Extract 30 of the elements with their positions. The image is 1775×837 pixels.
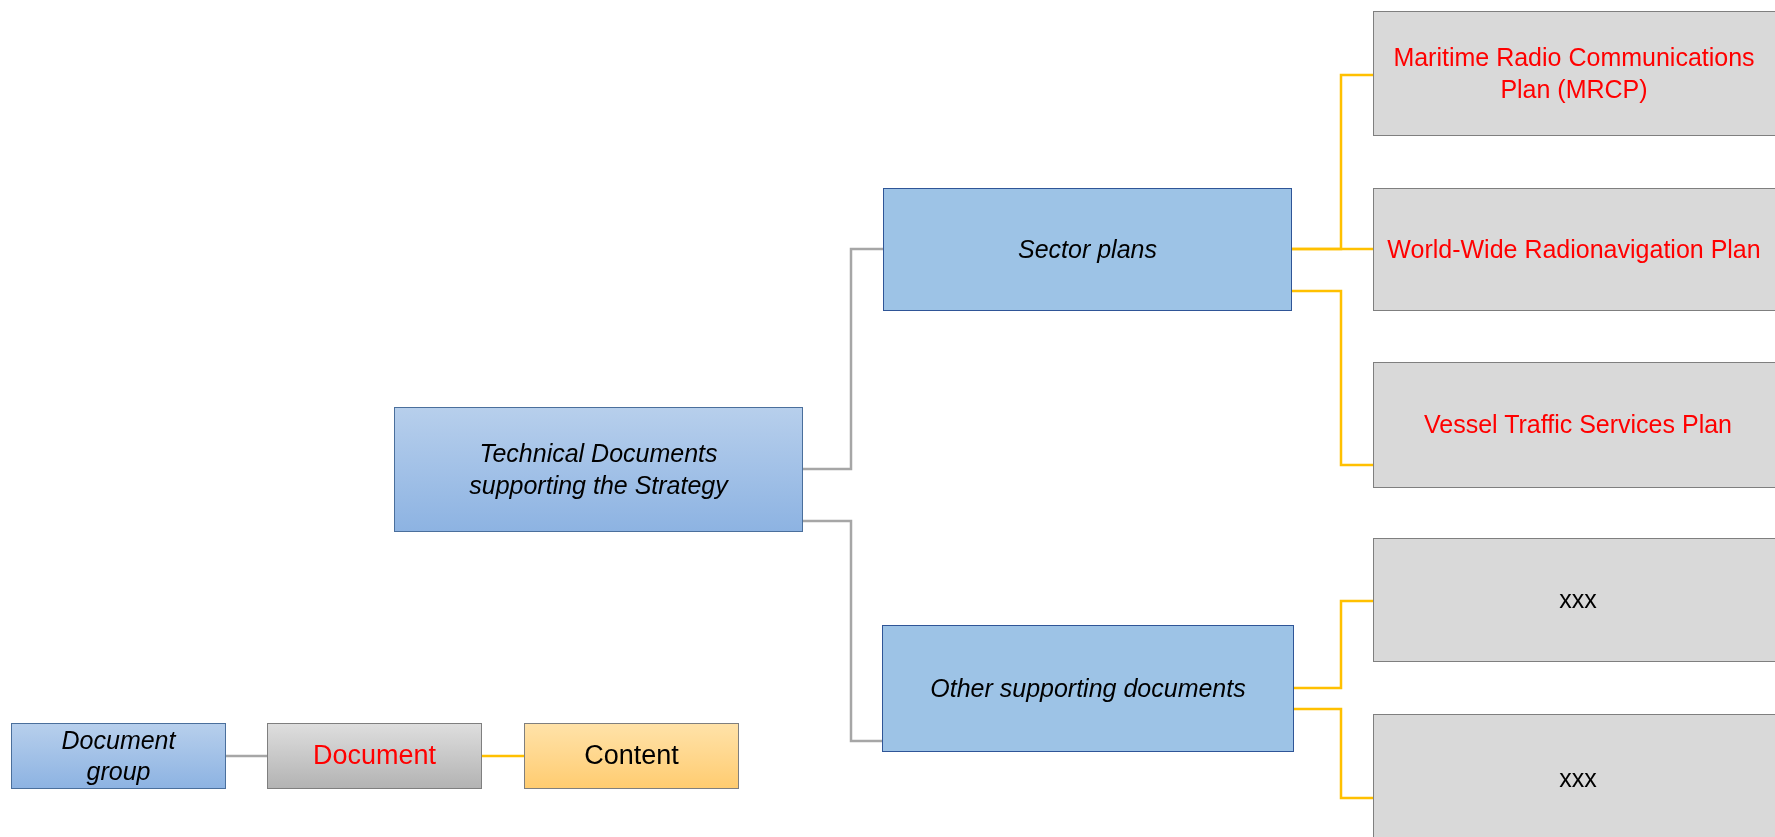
box-label: Maritime Radio Communications Plan (MRCP): [1392, 42, 1756, 105]
document-box: [1373, 362, 1775, 488]
box-label: Other supporting documents: [930, 672, 1246, 704]
box-label: Technical Documents supporting the Strategy: [468, 438, 730, 501]
box-label: Vessel Traffic Services Plan: [1424, 409, 1732, 441]
box-label: Content: [584, 739, 679, 773]
box-label: Document: [312, 739, 437, 773]
box-label: Document group: [60, 724, 178, 787]
legend-box: [524, 723, 739, 789]
group-box: [394, 407, 803, 532]
box-label: Sector plans: [1018, 233, 1157, 265]
document-box: [1373, 538, 1775, 662]
document-box: [1373, 188, 1775, 311]
document-box: [1373, 714, 1775, 837]
connector-line: [803, 519, 882, 743]
legend-box: [11, 723, 226, 789]
legend-box: [267, 723, 482, 789]
connector-line: [803, 247, 883, 471]
connector-line: [1294, 599, 1373, 690]
connector-line: [482, 754, 524, 758]
box-label: xxx: [1559, 584, 1597, 616]
connector-line: [226, 754, 267, 758]
connector-line: [1294, 707, 1373, 800]
box-label: xxx: [1559, 763, 1597, 795]
group-box: [883, 188, 1292, 311]
document-box: [1373, 11, 1775, 136]
connector-line: [1292, 289, 1373, 467]
connector-line: [1292, 247, 1373, 251]
box-label: World-Wide Radionavigation Plan: [1387, 233, 1761, 265]
group-box: [882, 625, 1294, 752]
